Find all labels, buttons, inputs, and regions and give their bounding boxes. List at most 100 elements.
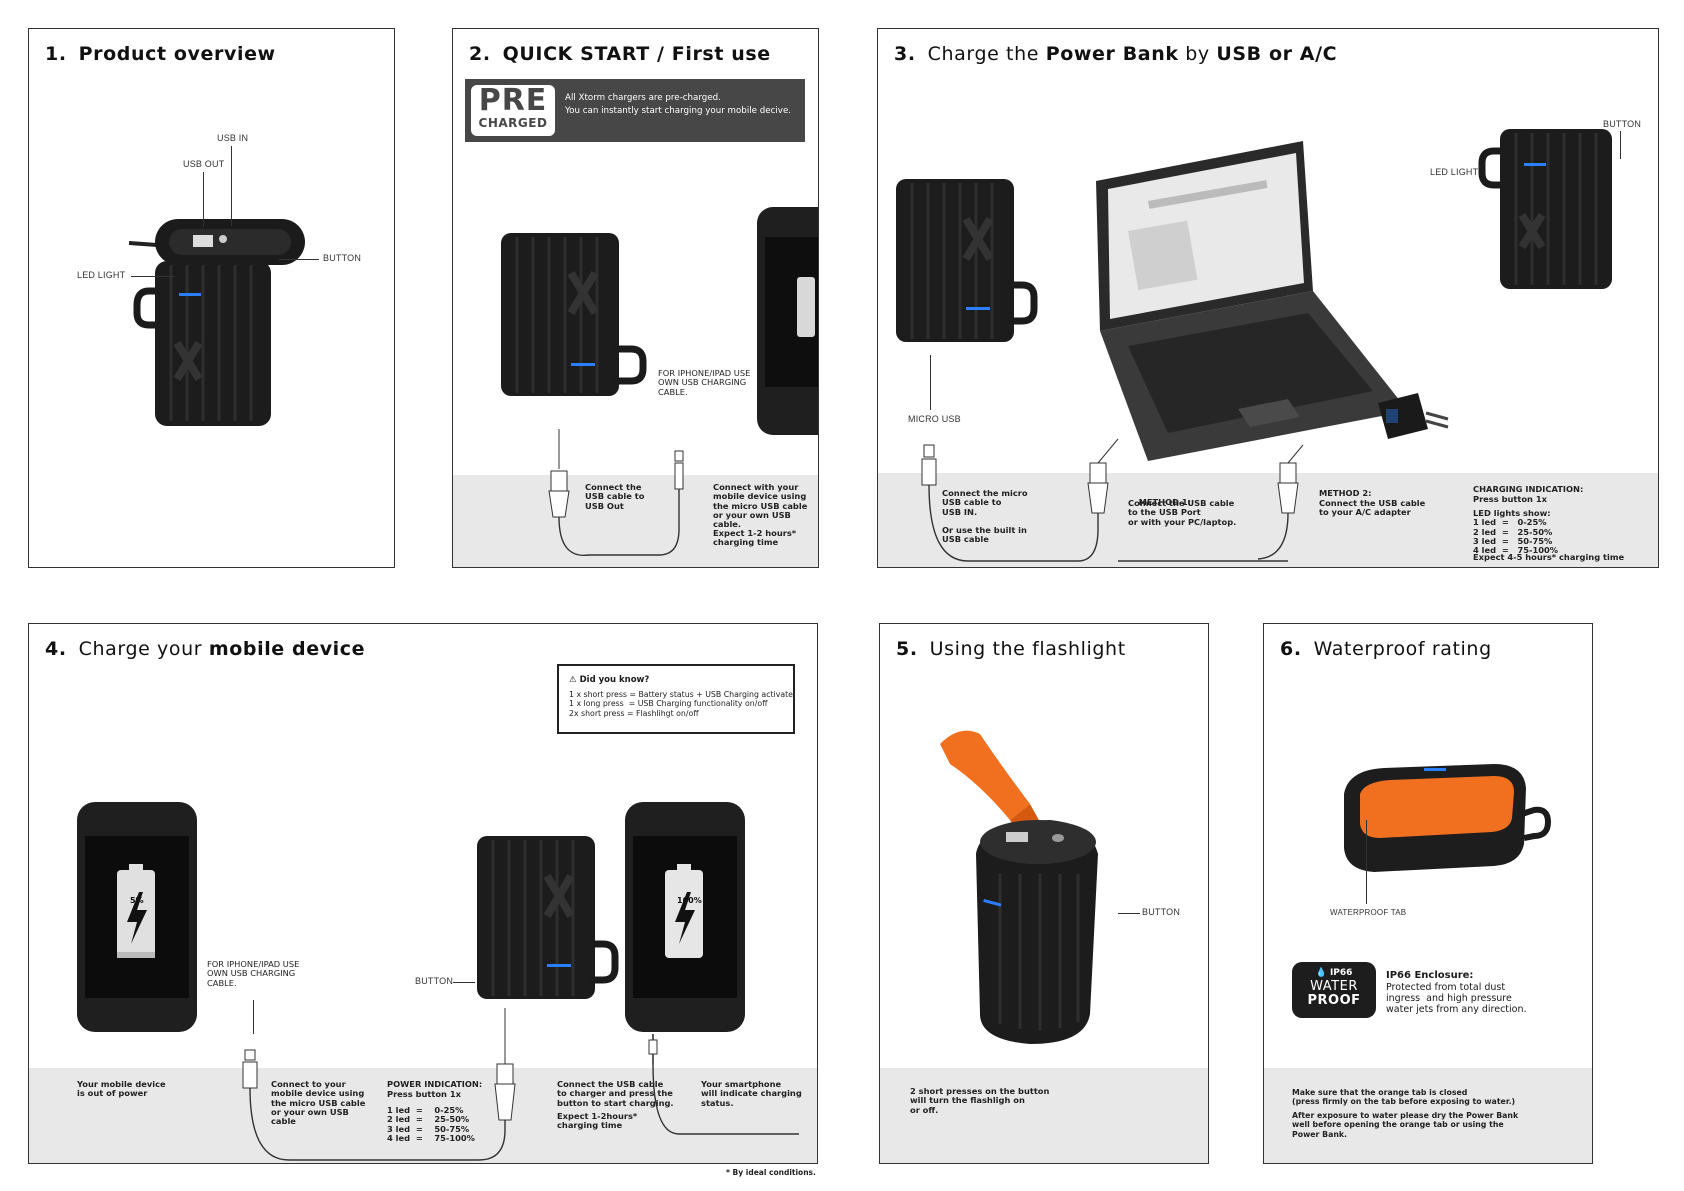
panel-number: 1. — [45, 43, 67, 65]
smartphone-full-battery-image — [625, 802, 745, 1032]
did-you-know-head: ⚠ Did you know? — [569, 675, 649, 685]
step-connect-micro-usb: Connect the micro USB cable to USB IN. O… — [942, 488, 1028, 545]
did-you-know-text: Did you know? — [579, 675, 650, 685]
panel-title: 2. QUICK START / First use — [469, 43, 771, 65]
usb-cables-image — [921, 438, 1304, 562]
button-leader — [453, 982, 475, 983]
waterproof-tab-label: WATERPROOF TAB — [1330, 908, 1407, 917]
button-leader — [279, 259, 319, 260]
instruction-band — [880, 1068, 1208, 1163]
panel-product-overview: 1.Product overview USB IN USB OUT BUTTON… — [28, 28, 395, 568]
enclosure-body: Protected from total dust ingress and hi… — [1386, 982, 1527, 1015]
panel-number: 2. — [469, 43, 491, 65]
laptop-image — [1096, 141, 1408, 461]
smartphone-status-text: Your smartphone will indicate charging s… — [701, 1079, 802, 1108]
power-bank-front-image — [133, 261, 271, 426]
instruction-band — [453, 475, 818, 567]
micro-usb-leader — [930, 355, 931, 410]
panel-title-text: Product overview — [78, 43, 276, 65]
instruction-band — [878, 473, 1658, 567]
usb-cables-image — [242, 1008, 799, 1161]
power-indication-leds: 1 led = 0-25% 2 led = 25-50% 3 led = 50-… — [387, 1105, 475, 1143]
step-connect-usb-out: Connect the USB cable to USB Out — [585, 482, 645, 511]
waterproof-note-2: After exposure to water please dry the P… — [1292, 1111, 1519, 1139]
panel-flashlight: 5.Using the flashlight BUTTON 2 short pr… — [879, 623, 1209, 1164]
panel-title: 5.Using the flashlight — [896, 638, 1126, 660]
title-bold-usb-ac: USB or A/C — [1216, 43, 1338, 65]
panel-title: 3. Charge the Power Bank by USB or A/C — [894, 43, 1337, 65]
charging-indication-press: Press button 1x — [1473, 494, 1547, 504]
button-leader — [1118, 913, 1140, 914]
method-2-body: Connect the USB cable to your A/C adapte… — [1319, 498, 1426, 518]
power-indication-press: Press button 1x — [387, 1089, 461, 1099]
panel-title: 6. Waterproof rating — [1280, 638, 1492, 660]
charging-indication-leds: LED lights show: 1 led = 0-25% 2 led = 2… — [1473, 508, 1559, 556]
led-light-leader — [131, 276, 175, 277]
flashlight-power-bank-image — [940, 730, 1098, 1044]
title-part: Charge the — [927, 43, 1046, 65]
charging-time: Expect 4-5 hours* charging time — [1473, 552, 1625, 562]
connect-charger-text: Connect the USB cable to charger and pre… — [557, 1079, 674, 1108]
waterproof-power-bank-image — [1344, 764, 1552, 872]
connect-phone-text: Connect to your mobile device using the … — [271, 1079, 366, 1127]
pre-charged-badge: PRE CHARGED — [471, 85, 555, 136]
step-charging-time: Expect 1-2 hours* charging time — [713, 528, 797, 548]
method-1-head: METHOD 1: — [1138, 497, 1192, 508]
panel-number: 5. — [896, 638, 918, 660]
button-label: BUTTON — [1142, 907, 1181, 917]
badge-pre: PRE — [478, 83, 548, 118]
did-you-know-lines: 1 x short press = Battery status + USB C… — [569, 690, 793, 718]
title-part: by — [1178, 43, 1217, 65]
title-bold-power-bank: Power Bank — [1045, 43, 1179, 65]
battery-low-label: 5% — [130, 896, 144, 905]
smartphone-image — [757, 207, 818, 435]
usb-cable-image — [548, 429, 684, 557]
panel-charge-power-bank: 3. Charge the Power Bank by USB or A/C — [877, 28, 1659, 568]
instruction-band — [1264, 1068, 1592, 1163]
panel-number: 4. — [45, 638, 67, 660]
usb-out-label: USB OUT — [183, 159, 225, 169]
power-bank-image — [477, 836, 619, 999]
charging-indication-head: CHARGING INDICATION: — [1473, 484, 1584, 494]
did-you-know-box: ⚠ Did you know? 1 x short press = Batter… — [557, 664, 795, 734]
button-label: BUTTON — [323, 253, 362, 263]
instruction-band — [29, 1068, 817, 1163]
banner-line-1: All Xtorm chargers are pre-charged. — [565, 93, 721, 103]
panel-quick-start: 2. QUICK START / First use PRE CHARGED Al… — [452, 28, 819, 568]
panel-title-text: QUICK START / First use — [502, 43, 771, 65]
charger-time-text: Expect 1-2hours* charging time — [557, 1111, 638, 1131]
waterproof-tab-leader — [1366, 820, 1367, 904]
badge-water: WATER — [1310, 979, 1358, 994]
pre-charged-banner: PRE CHARGED All Xtorm chargers are pre-c… — [465, 79, 805, 142]
ac-adapter-image — [1378, 393, 1449, 439]
banner-line-2: You can instantly start charging your mo… — [565, 106, 792, 116]
out-of-power-text: Your mobile device is out of power — [77, 1079, 166, 1099]
badge-ip66: 💧 IP66 — [1292, 966, 1376, 980]
battery-full-label: 100% — [677, 896, 702, 905]
smartphone-low-battery-image — [77, 802, 197, 1032]
button-leader — [1620, 131, 1621, 159]
iphone-note: FOR IPHONE/IPAD USE OWN USB CHARGING CAB… — [207, 959, 300, 988]
power-indication-head: POWER INDICATION: — [387, 1079, 483, 1089]
panel-waterproof: 6. Waterproof rating WATERPROOF TAB 💧 IP6… — [1263, 623, 1593, 1164]
usb-in-leader — [231, 146, 232, 226]
waterproof-note-1: Make sure that the orange tab is closed … — [1292, 1088, 1516, 1107]
method-2-head: METHOD 2: — [1319, 488, 1372, 498]
badge-proof: PROOF — [1307, 993, 1361, 1008]
panel-number: 3. — [894, 43, 916, 65]
panel-title-text: Waterproof rating — [1313, 638, 1492, 660]
led-light-label: LED LIGHT — [1430, 167, 1479, 177]
panel-number: 6. — [1280, 638, 1302, 660]
power-bank-led-image — [1478, 129, 1612, 289]
micro-usb-label: MICRO USB — [908, 414, 961, 424]
cable-leader — [253, 1000, 254, 1034]
panel-title: 1. Product overview — [45, 43, 276, 65]
water-drop-icon: 💧 — [1315, 968, 1327, 978]
badge-charged: CHARGED — [478, 116, 548, 130]
panel-charge-mobile-device: 4.Charge your mobile device ⚠ Did you kn… — [28, 623, 818, 1164]
button-label: BUTTON — [415, 976, 454, 986]
power-bank-top-view-image — [128, 219, 305, 265]
usb-out-leader — [203, 172, 204, 227]
panel-title: 4.Charge your mobile device — [45, 638, 365, 660]
button-label: BUTTON — [1603, 119, 1642, 129]
